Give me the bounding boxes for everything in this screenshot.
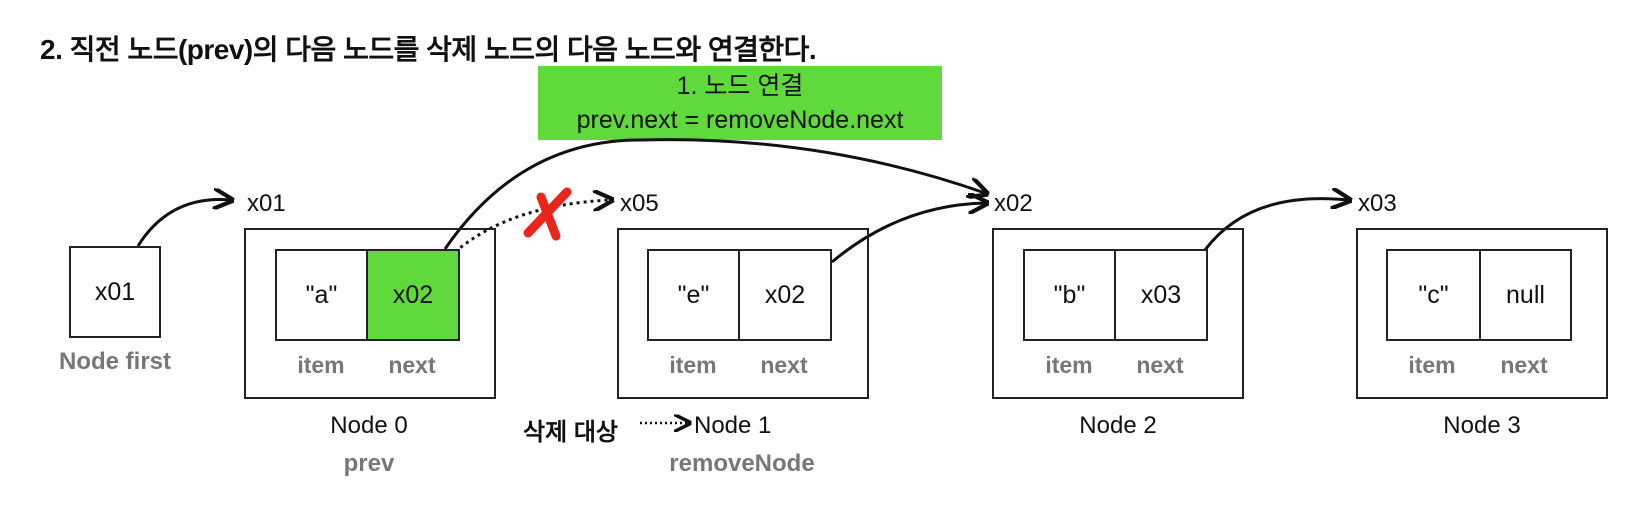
node3-box bbox=[1356, 228, 1608, 399]
node1-next: x02 bbox=[738, 249, 832, 341]
node0-address: x01 bbox=[247, 190, 286, 217]
node2-fields: "b" x03 bbox=[1023, 249, 1208, 341]
node0-item: "a" bbox=[275, 249, 368, 341]
node1-address: x05 bbox=[620, 190, 659, 217]
callout-step: 1. 노드 연결 bbox=[676, 72, 804, 100]
callout-box: 1. 노드 연결 prev.next = removeNode.next bbox=[538, 66, 942, 140]
red-x-icon bbox=[523, 187, 572, 241]
node0-name: Node 0 bbox=[330, 412, 408, 439]
node2-box bbox=[992, 228, 1244, 399]
delete-target-label: 삭제 대상 bbox=[523, 419, 618, 446]
node3-item: "c" bbox=[1386, 249, 1481, 341]
node2-address: x02 bbox=[994, 190, 1033, 217]
node2-item-label: item bbox=[1045, 352, 1093, 378]
arrow-node2-to-node3 bbox=[1203, 199, 1348, 251]
arrow-node1-to-node2 bbox=[831, 203, 985, 264]
first-value: x01 bbox=[94, 277, 136, 306]
node0-next: x02 bbox=[366, 249, 460, 341]
first-pointer-box: x01 bbox=[69, 246, 161, 338]
node0-fields: "a" x02 bbox=[275, 249, 460, 341]
node1-box bbox=[617, 228, 869, 399]
node2-next-label: next bbox=[1136, 352, 1184, 378]
first-label: Node first bbox=[58, 348, 171, 375]
node2-item: "b" bbox=[1023, 249, 1116, 341]
node1-item: "e" bbox=[647, 249, 740, 341]
node3-item-label: item bbox=[1408, 352, 1456, 378]
node0-next-label: next bbox=[388, 352, 436, 378]
node3-name: Node 3 bbox=[1443, 412, 1521, 439]
node1-role: removeNode bbox=[669, 450, 815, 477]
node0-item-label: item bbox=[297, 352, 345, 378]
node2-next: x03 bbox=[1114, 249, 1208, 341]
arrow-first-to-node0 bbox=[136, 200, 230, 247]
node3-next-label: next bbox=[1500, 352, 1548, 378]
node3-fields: "c" null bbox=[1386, 249, 1572, 341]
node2-name: Node 2 bbox=[1079, 412, 1157, 439]
node3-address: x03 bbox=[1358, 190, 1397, 217]
node1-fields: "e" x02 bbox=[647, 249, 832, 341]
arrow-node0-to-node2 bbox=[443, 138, 985, 250]
node1-next-label: next bbox=[760, 352, 808, 378]
node1-item-label: item bbox=[669, 352, 717, 378]
node0-box bbox=[244, 228, 496, 399]
node3-next: null bbox=[1479, 249, 1572, 341]
node0-role: prev bbox=[343, 450, 395, 477]
node1-name: Node 1 bbox=[694, 412, 772, 439]
callout-code: prev.next = removeNode.next bbox=[576, 106, 904, 134]
page-title: 2. 직전 노드(prev)의 다음 노드를 삭제 노드의 다음 노드와 연결한… bbox=[40, 34, 817, 65]
